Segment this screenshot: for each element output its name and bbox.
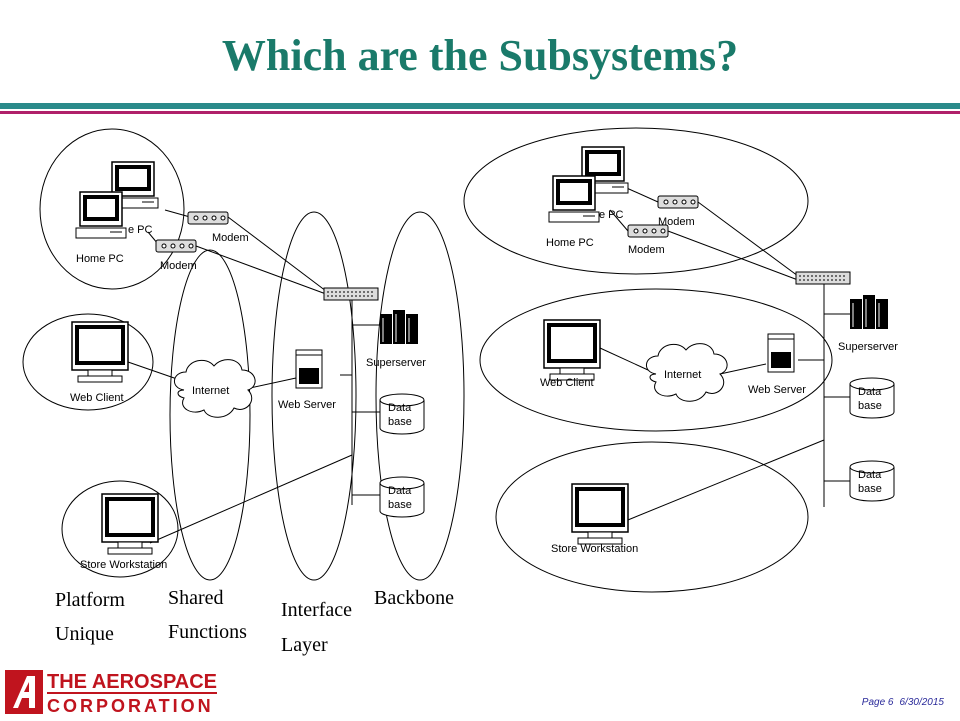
internet-label: Internet [192, 385, 229, 397]
interface-label-line1: Interface [281, 599, 352, 621]
home-pc-icon [74, 190, 128, 240]
store-workstation-monitor-icon [100, 492, 160, 556]
home-pc-group-ellipse [463, 127, 809, 275]
interface-layer-ellipse [271, 211, 357, 581]
store-workstation-group-ellipse [495, 441, 809, 593]
database-1-line1: Data [388, 402, 412, 414]
database-2-line1: Data [858, 469, 882, 481]
hub-icon [795, 271, 851, 285]
database-2-line1: Data [388, 485, 412, 497]
slide-title: Which are the Subsystems? [221, 31, 739, 80]
web-client-label: Web Client [70, 392, 124, 404]
home-pc-group-ellipse [39, 128, 185, 290]
database-icon [379, 476, 425, 518]
internet-label: Internet [664, 369, 701, 381]
platform-label-line1: Platform [55, 589, 125, 611]
database-icon [849, 460, 895, 502]
web-server-icon [767, 333, 795, 373]
web-client-group-ellipse [479, 288, 833, 432]
store-workstation-label: Store Workstation [80, 559, 167, 571]
web-server-icon [295, 349, 323, 389]
web-client-monitor-icon [70, 320, 130, 384]
modem-1-label: Modem [212, 232, 249, 244]
web-server-label: Web Server [748, 384, 806, 396]
superserver-label: Superserver [366, 357, 426, 369]
aerospace-corporation-logo: THE AEROSPACE CORPORATION [5, 668, 220, 716]
right-diagram: e PC Home PC Modem Modem Web Client Inte… [463, 127, 898, 593]
database-1-line2: base [388, 416, 412, 428]
modem-icon [155, 239, 197, 253]
logo-line1: THE AEROSPACE [47, 671, 217, 693]
shared-label-line1: Shared [168, 587, 224, 609]
web-client-group-ellipse [22, 313, 154, 411]
header-rule-magenta [0, 111, 960, 114]
home-pc-2-label: e PC [599, 209, 624, 221]
interface-label-line2: Layer [281, 634, 328, 656]
page-number: Page 6 [861, 697, 894, 708]
header-rule-teal [0, 103, 960, 109]
modem-2-label: Modem [628, 244, 665, 256]
store-workstation-label: Store Workstation [551, 543, 638, 555]
logo-line2: CORPORATION [47, 696, 214, 716]
backbone-ellipse [375, 211, 465, 581]
web-client-monitor-icon [542, 318, 602, 382]
superserver-icon [379, 309, 419, 345]
web-server-label: Web Server [278, 399, 336, 411]
superserver-icon [849, 294, 889, 330]
database-icon [849, 377, 895, 419]
modem-2-label: Modem [160, 260, 197, 272]
shared-label-line2: Functions [168, 621, 247, 643]
hub-icon [323, 287, 379, 301]
store-workstation-monitor-icon [570, 482, 630, 546]
modem-icon [627, 224, 669, 238]
platform-label-line2: Unique [55, 623, 114, 645]
shared-functions-ellipse [169, 249, 251, 581]
home-pc-2-label: e PC [128, 224, 153, 236]
database-2-line2: base [858, 483, 882, 495]
backbone-label: Backbone [374, 587, 454, 609]
web-client-label: Web Client [540, 377, 594, 389]
date: 6/30/2015 [899, 697, 945, 708]
footer: Page 6 6/30/2015 [856, 697, 944, 708]
home-pc-icon [547, 174, 601, 224]
database-1-line2: base [858, 400, 882, 412]
home-pc-1-label: Home PC [76, 253, 124, 265]
superserver-label: Superserver [838, 341, 898, 353]
database-icon [379, 393, 425, 435]
left-diagram: e PC Home PC Modem Modem Web Client Inte… [22, 128, 465, 656]
home-pc-1-label: Home PC [546, 237, 594, 249]
aerospace-emblem-icon: THE AEROSPACE CORPORATION [5, 670, 217, 716]
modem-icon [187, 211, 229, 225]
modem-icon [657, 195, 699, 209]
store-workstation-group-ellipse [61, 480, 179, 578]
database-2-line2: base [388, 499, 412, 511]
database-1-line1: Data [858, 386, 882, 398]
